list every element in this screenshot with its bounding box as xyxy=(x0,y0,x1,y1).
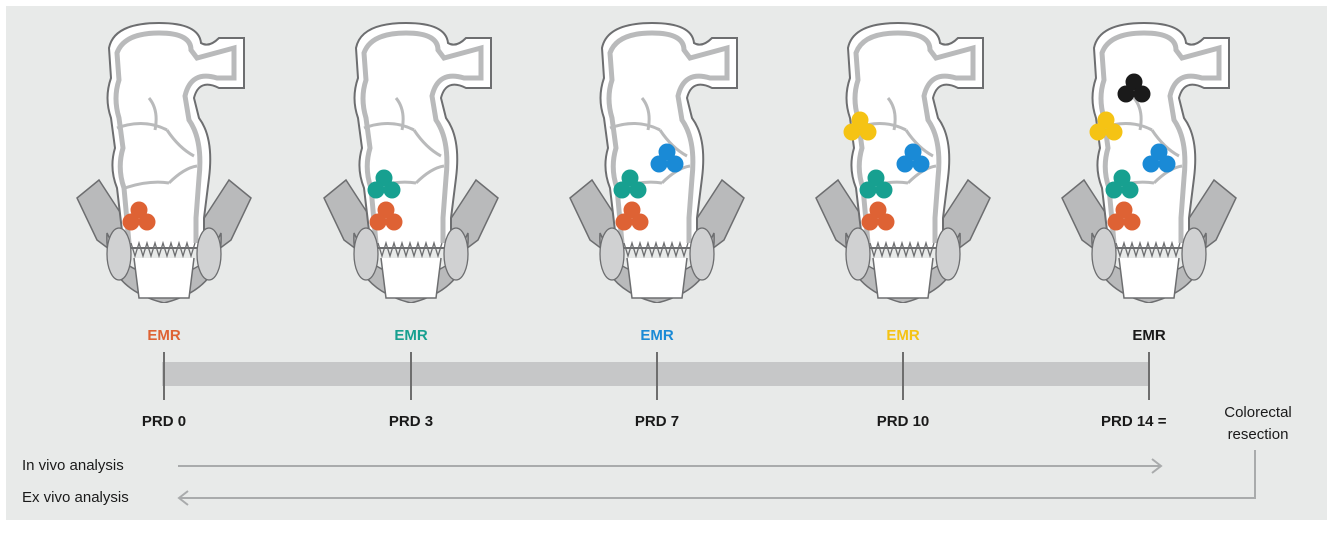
ex-vivo-arrow-line xyxy=(180,450,1255,498)
